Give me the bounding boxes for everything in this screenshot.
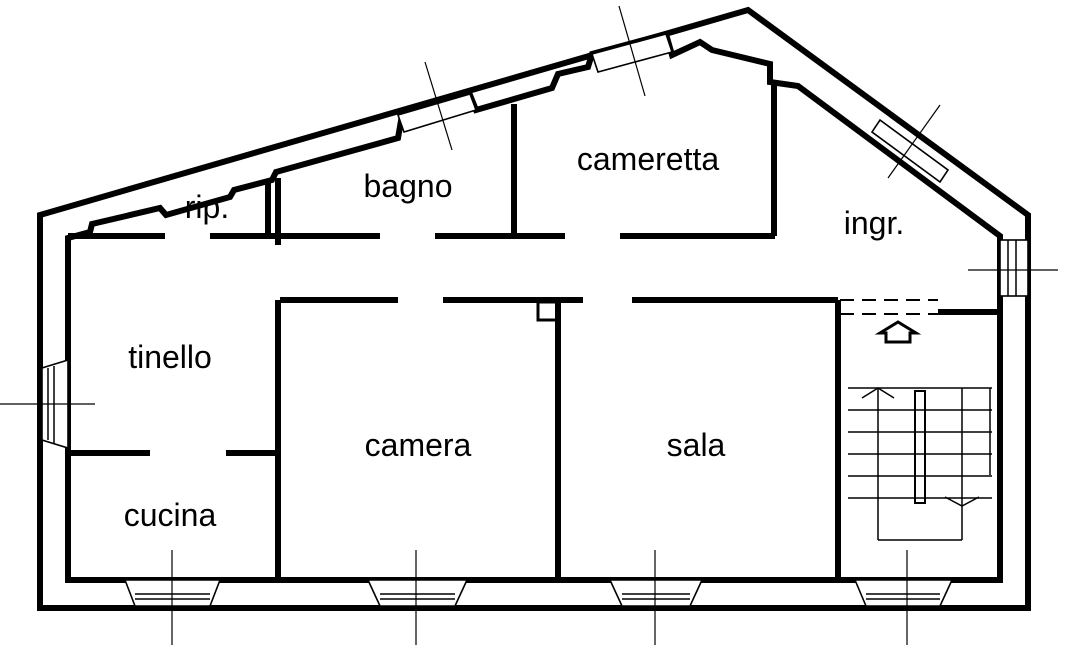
window-sala — [608, 579, 704, 607]
entrance-arrow-icon — [874, 320, 922, 344]
room-label-cucina: cucina — [124, 497, 217, 533]
room-label-cameretta: cameretta — [577, 141, 719, 177]
axis-lines — [0, 5, 1058, 645]
room-labels: rip. bagno cameretta ingr. tinello camer… — [124, 141, 904, 533]
room-label-bagno: bagno — [364, 168, 453, 204]
interior-walls — [68, 84, 1000, 580]
window-ingr-diagonal — [870, 118, 950, 184]
window-stairs — [853, 579, 954, 607]
room-label-tinello: tinello — [128, 339, 212, 375]
entrance-threshold — [840, 299, 938, 315]
stair-down-arrow-icon — [944, 496, 980, 507]
room-label-sala: sala — [667, 427, 726, 463]
window-camera — [366, 579, 469, 607]
stair-up-arrow-icon — [861, 387, 895, 399]
staircase — [848, 387, 992, 541]
room-label-ingr: ingr. — [844, 205, 904, 241]
window-ingr — [999, 239, 1029, 297]
room-label-rip: rip. — [185, 189, 229, 225]
window-bagno — [396, 93, 478, 133]
room-label-camera: camera — [365, 427, 472, 463]
